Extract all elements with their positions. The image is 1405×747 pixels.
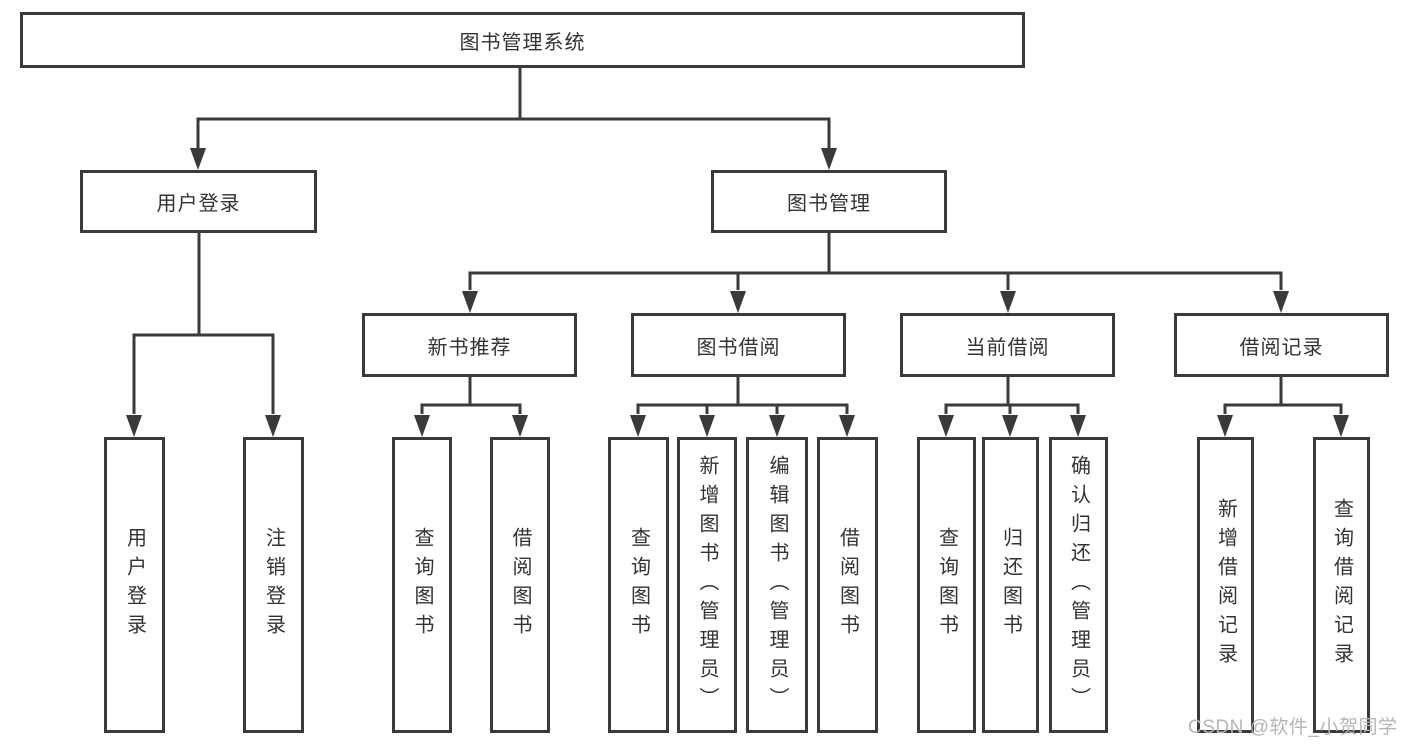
node-user-login: 用户登录: [80, 170, 317, 233]
leaf-borrow-books-2-label: 借阅图书: [836, 527, 859, 643]
leaf-query-books-3: 查询图书: [917, 437, 976, 733]
node-new-book-recommendation: 新书推荐: [362, 313, 577, 377]
node-library-system-label: 图书管理系统: [459, 31, 586, 54]
leaf-query-books-1-label: 查询图书: [411, 527, 433, 643]
leaf-query-borrow-record-label: 查询借阅记录: [1330, 498, 1353, 672]
leaf-edit-books-admin-label: 编辑图书（管理员）: [766, 454, 788, 716]
leaf-add-books-admin-label: 新增图书（管理员）: [696, 454, 718, 716]
leaf-return-books-label: 归还图书: [999, 527, 1022, 643]
leaf-return-books: 归还图书: [982, 437, 1039, 733]
leaf-user-login-label: 用户登录: [123, 527, 146, 643]
node-borrowing-records-label: 借阅记录: [1239, 336, 1324, 359]
leaf-edit-books-admin: 编辑图书（管理员）: [746, 437, 808, 733]
leaf-borrow-books-1-label: 借阅图书: [509, 527, 531, 643]
leaf-borrow-books-1: 借阅图书: [490, 437, 550, 733]
leaf-confirm-return-admin: 确认归还（管理员）: [1049, 437, 1108, 733]
node-new-book-recommendation-label: 新书推荐: [427, 336, 512, 359]
node-user-login-label: 用户登录: [156, 193, 241, 215]
node-current-borrowing-label: 当前借阅: [965, 336, 1050, 359]
leaf-query-books-2-label: 查询图书: [627, 527, 650, 643]
leaf-add-borrow-record: 新增借阅记录: [1197, 437, 1254, 733]
leaf-borrow-books-2: 借阅图书: [817, 437, 878, 733]
node-book-management: 图书管理: [711, 170, 947, 233]
node-book-borrowing: 图书借阅: [631, 313, 846, 377]
node-current-borrowing: 当前借阅: [900, 313, 1115, 377]
node-library-system: 图书管理系统: [20, 12, 1025, 68]
node-borrowing-records: 借阅记录: [1174, 313, 1389, 377]
leaf-confirm-return-admin-label: 确认归还（管理员）: [1067, 454, 1090, 716]
node-book-management-label: 图书管理: [787, 193, 871, 215]
leaf-add-books-admin: 新增图书（管理员）: [677, 437, 737, 733]
leaf-user-login: 用户登录: [104, 437, 165, 733]
leaf-logout-label: 注销登录: [262, 527, 285, 643]
leaf-logout: 注销登录: [243, 437, 304, 733]
leaf-add-borrow-record-label: 新增借阅记录: [1214, 498, 1237, 672]
node-book-borrowing-label: 图书借阅: [696, 336, 781, 359]
leaf-query-books-1: 查询图书: [392, 437, 452, 733]
leaf-query-books-3-label: 查询图书: [935, 527, 958, 643]
leaf-query-borrow-record: 查询借阅记录: [1313, 437, 1370, 733]
leaf-query-books-2: 查询图书: [608, 437, 669, 733]
csdn-watermark: CSDN @软件_小贺同学: [1188, 717, 1398, 738]
